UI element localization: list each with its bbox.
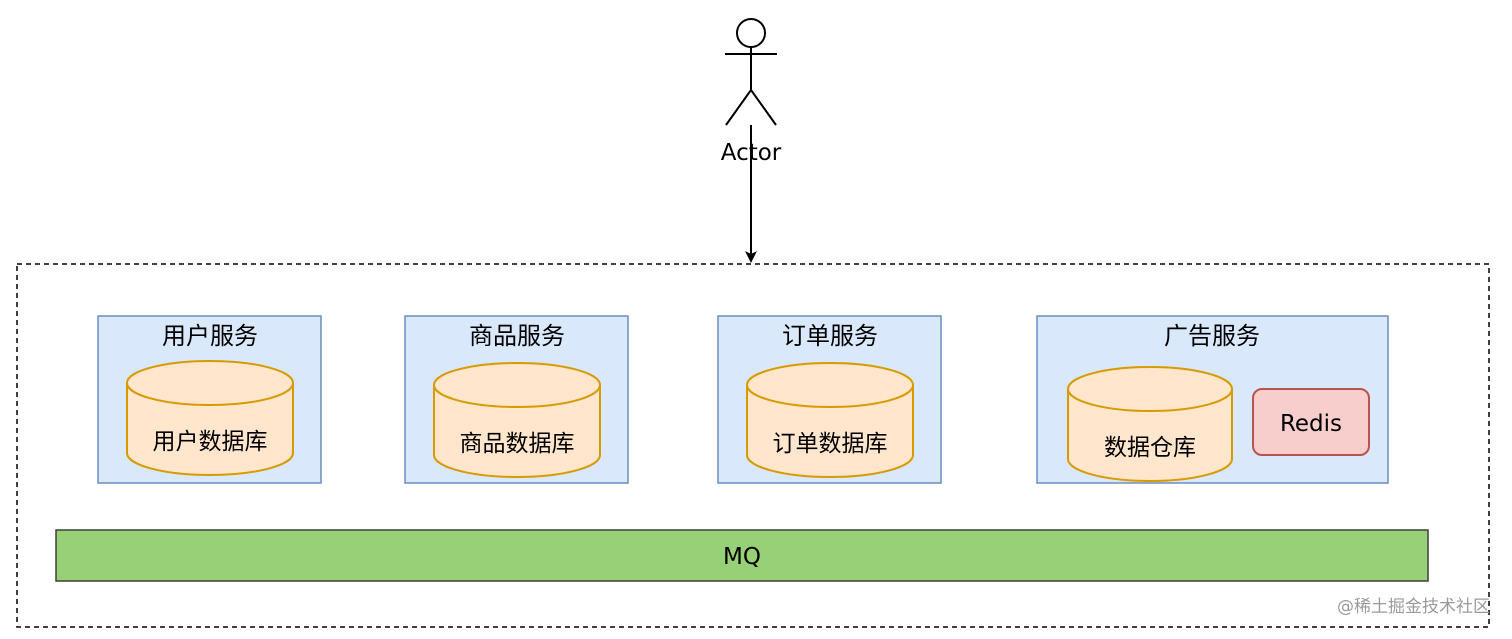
cache-box	[1252, 388, 1370, 456]
service-title: 广告服务	[1164, 322, 1260, 350]
cache-label: Redis	[1280, 411, 1342, 437]
watermark: @稀土掘金技术社区	[1337, 597, 1490, 617]
service-product: 商品服务 商品数据库	[404, 315, 629, 484]
database-label: 订单数据库	[773, 431, 888, 457]
actor-head	[736, 18, 766, 48]
service-title: 商品服务	[469, 322, 565, 350]
database-cylinder	[433, 362, 601, 478]
mq-label: MQ	[723, 544, 761, 570]
service-order: 订单服务 订单数据库	[717, 315, 942, 484]
database-label: 数据仓库	[1104, 435, 1196, 461]
actor-right-leg	[750, 89, 777, 126]
database-cylinder	[1067, 366, 1233, 482]
service-user: 用户服务 用户数据库	[97, 315, 322, 484]
database-label: 商品数据库	[460, 431, 575, 457]
database-label: 用户数据库	[153, 429, 268, 455]
actor-left-leg	[725, 89, 752, 126]
database-cylinder	[746, 362, 914, 478]
database-cylinder	[126, 360, 294, 476]
service-ads: 广告服务 数据仓库 Redis	[1036, 315, 1389, 484]
service-title: 用户服务	[162, 322, 258, 350]
actor-figure	[725, 18, 777, 126]
mq-bar	[55, 529, 1429, 582]
service-title: 订单服务	[782, 322, 878, 350]
